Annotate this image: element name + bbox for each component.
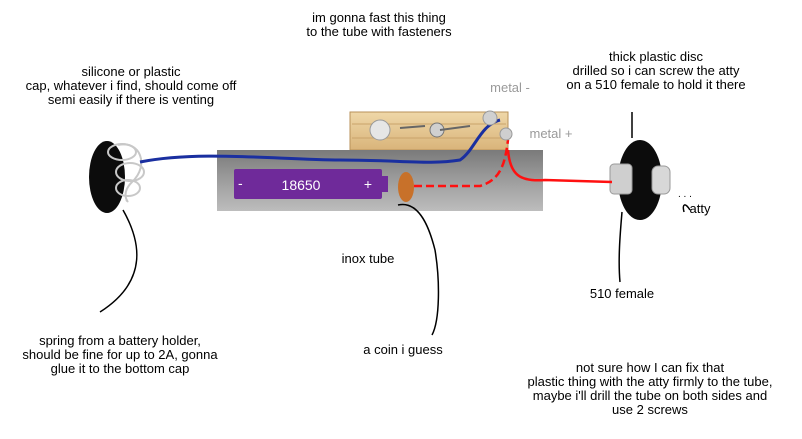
svg-text:. . .: . . .	[678, 189, 692, 200]
label-atty: atty	[689, 201, 711, 216]
label-metal-plus: metal +	[529, 126, 573, 141]
pointer-lines	[99, 203, 691, 336]
negative-wire	[139, 118, 501, 164]
label-spring: spring from a battery holder, should be …	[22, 333, 218, 376]
label-cap: silicone or plastic cap, whatever i find…	[25, 64, 237, 107]
label-fix-note: not sure how I can fix that plastic thin…	[527, 360, 773, 417]
battery-minus: -	[238, 175, 243, 191]
coin	[398, 172, 414, 202]
label-510-female: 510 female	[589, 286, 655, 301]
battery-plus: +	[364, 176, 372, 192]
battery-18650: - 18650 +	[234, 169, 388, 199]
atty-510-connector: . . .	[609, 112, 692, 220]
label-coin: a coin i guess	[363, 342, 443, 357]
label-metal-minus: metal -	[490, 80, 530, 95]
metal-plus-contact	[499, 127, 513, 141]
label-inox-tube: inox tube	[341, 251, 395, 266]
battery-model: 18650	[282, 177, 321, 193]
positive-wire	[506, 149, 613, 184]
label-plastic-disc: thick plastic disc drilled so i can scre…	[566, 49, 746, 92]
label-fasteners: im gonna fast this thing to the tube wit…	[306, 10, 452, 39]
metal-minus-contact	[482, 110, 498, 126]
spring	[107, 143, 145, 203]
positive-wire-dashed	[414, 139, 510, 188]
